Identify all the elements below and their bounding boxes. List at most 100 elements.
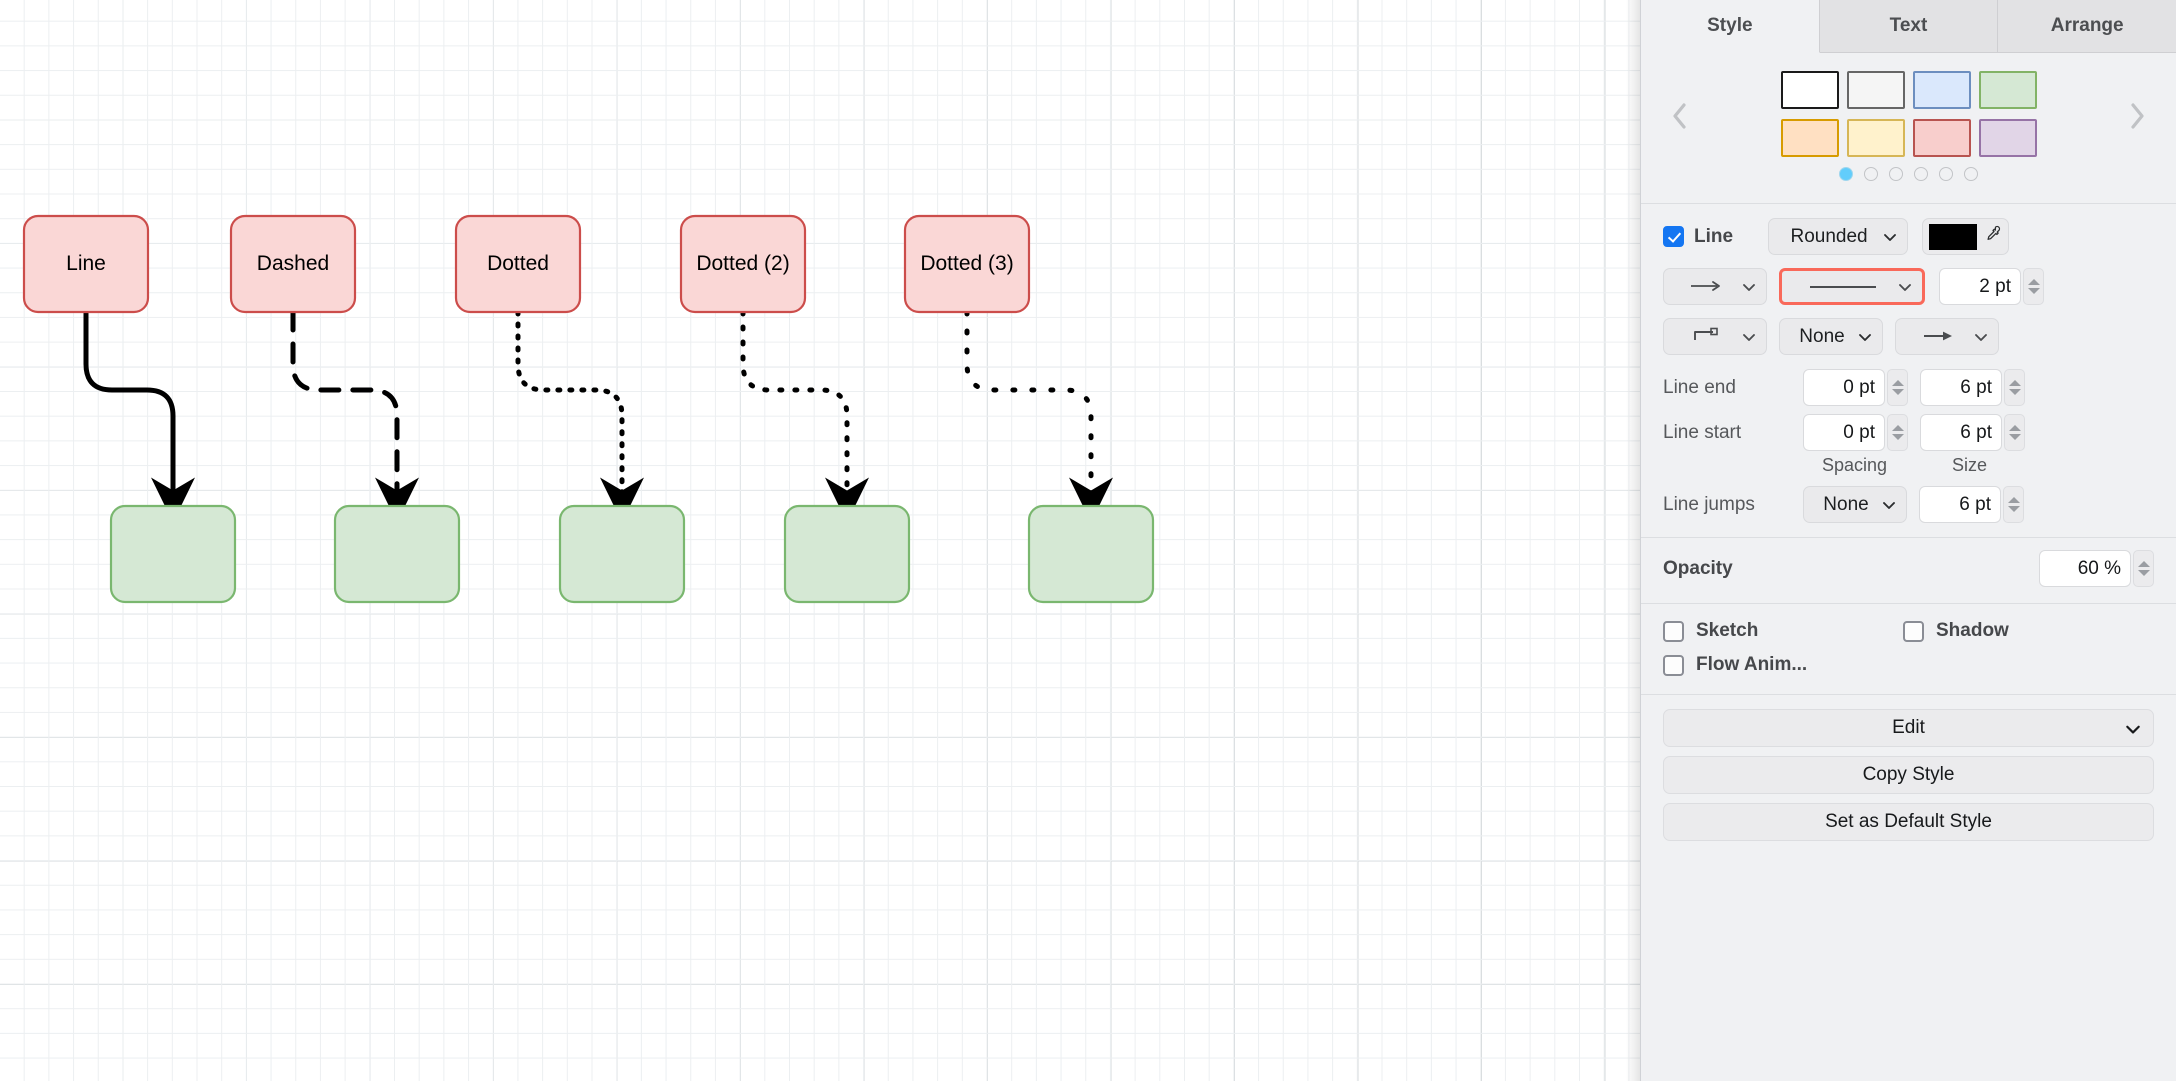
divider — [1641, 537, 2176, 538]
button-copy-style[interactable]: Copy Style — [1663, 756, 2154, 794]
swatch-chip — [1912, 119, 1971, 157]
style-swatch-7[interactable] — [1909, 115, 1975, 161]
line-checkbox[interactable] — [1663, 226, 1684, 247]
line-start-arrow-dropdown[interactable] — [1663, 268, 1767, 305]
row-label: Line end — [1663, 376, 1736, 398]
tab-arrange[interactable]: Arrange — [1998, 0, 2176, 53]
line-end-row: Line start 0 pt 6 pt — [1663, 414, 2154, 451]
connector-c4[interactable] — [740, 309, 869, 523]
opacity-input[interactable]: 60 % — [2039, 550, 2131, 587]
style-swatch-6[interactable] — [1843, 115, 1909, 161]
button-edit[interactable]: Edit — [1663, 709, 2154, 747]
input-size[interactable]: 6 pt — [1920, 369, 2002, 406]
input-spacing[interactable]: 0 pt — [1803, 414, 1885, 451]
arrow-right-filled-icon — [1906, 326, 1970, 348]
swatch-chip — [1978, 71, 2037, 109]
column-header-spacing: Spacing — [1821, 455, 1888, 475]
arrow-right-icon — [1674, 276, 1738, 298]
style-swatch-grid[interactable] — [1641, 67, 2176, 161]
style-page-dots[interactable] — [1641, 167, 2176, 181]
stepper-spacing[interactable] — [1887, 414, 1908, 451]
line-label: Line — [1694, 225, 1734, 247]
toggle-label: Flow Anim... — [1696, 654, 1808, 675]
checkbox-flow-anim[interactable] — [1663, 654, 1684, 676]
button-label: Copy Style — [1862, 764, 1955, 785]
opacity-label: Opacity — [1663, 557, 1733, 579]
line-jumps-size-stepper[interactable] — [2003, 486, 2024, 523]
target-node-t2[interactable] — [333, 504, 461, 604]
nodes-group[interactable] — [22, 214, 1155, 604]
source-node-line[interactable] — [22, 214, 150, 314]
target-node-t4[interactable] — [783, 504, 911, 604]
line-end-arrow-dropdown[interactable] — [1895, 318, 1999, 355]
line-fill-dropdown[interactable]: None — [1779, 318, 1883, 355]
connector-c5[interactable] — [964, 309, 1113, 523]
checkbox-shadow[interactable] — [1903, 620, 1924, 642]
style-swatch-5[interactable] — [1777, 115, 1843, 161]
style-swatch-4[interactable] — [1975, 67, 2041, 113]
style-swatch-3[interactable] — [1909, 67, 1975, 113]
style-swatch-1[interactable] — [1777, 67, 1843, 113]
toggle-row: Sketch Shadow — [1663, 620, 2154, 642]
style-swatch-2[interactable] — [1843, 67, 1909, 113]
line-shape-dropdown[interactable]: Rounded — [1768, 218, 1909, 255]
toggle-flow-anim[interactable]: Flow Anim... — [1663, 654, 1903, 676]
tab-text[interactable]: Text — [1819, 0, 1999, 53]
page-dot-4[interactable] — [1914, 167, 1928, 181]
checkbox-sketch[interactable] — [1663, 620, 1684, 642]
line-width-input[interactable]: 2 pt — [1939, 268, 2021, 305]
line-jumps-dropdown[interactable]: None — [1803, 486, 1907, 523]
source-node-dotted[interactable] — [454, 214, 582, 314]
page-dot-6[interactable] — [1964, 167, 1978, 181]
line-style-dropdown[interactable] — [1779, 268, 1925, 305]
input-size[interactable]: 6 pt — [1920, 414, 2002, 451]
line-end-row: Line end 0 pt 6 pt — [1663, 369, 2154, 406]
connector-c1[interactable] — [83, 312, 195, 523]
target-node-t5[interactable] — [1027, 504, 1155, 604]
source-node-dotted2[interactable] — [679, 214, 807, 314]
connector-c3[interactable] — [515, 309, 644, 523]
chevron-right-icon[interactable] — [2124, 101, 2150, 137]
row-label: Line start — [1663, 421, 1742, 443]
line-jumps-size-input[interactable]: 6 pt — [1919, 486, 2001, 523]
toggle-label: Sketch — [1696, 620, 1759, 641]
tab-style[interactable]: Style — [1641, 0, 1820, 53]
line-width-stepper[interactable] — [2023, 268, 2044, 305]
swatch-chip — [1846, 71, 1905, 109]
page-dot-2[interactable] — [1864, 167, 1878, 181]
toggle-sketch[interactable]: Sketch — [1663, 620, 1903, 642]
stepper-size[interactable] — [2004, 414, 2025, 451]
style-swatch-8[interactable] — [1975, 115, 2041, 161]
source-node-dotted3[interactable] — [903, 214, 1031, 314]
waypoint-style-dropdown[interactable] — [1663, 318, 1767, 355]
swatch-chip — [1978, 119, 2037, 157]
eyedropper-icon[interactable] — [1983, 225, 2002, 249]
chevron-down-icon — [1883, 230, 1897, 244]
connector-c2[interactable] — [290, 309, 419, 523]
chevron-down-icon — [1974, 330, 1988, 344]
chevron-left-icon[interactable] — [1667, 101, 1693, 137]
toggle-row: Flow Anim... — [1663, 654, 2154, 676]
toggle-shadow[interactable]: Shadow — [1903, 620, 2143, 642]
chevron-down-icon — [2125, 721, 2141, 743]
page-dot-1[interactable] — [1839, 167, 1853, 181]
opacity-stepper[interactable] — [2133, 550, 2154, 587]
stepper-spacing[interactable] — [1887, 369, 1908, 406]
line-color-button[interactable] — [1922, 218, 2010, 255]
style-preset-block — [1641, 53, 2176, 203]
button-label: Edit — [1892, 717, 1925, 738]
source-node-dashed[interactable] — [229, 214, 357, 314]
page-dot-5[interactable] — [1939, 167, 1953, 181]
page-dot-3[interactable] — [1889, 167, 1903, 181]
button-default[interactable]: Set as Default Style — [1663, 803, 2154, 841]
solid-line-icon — [1792, 276, 1894, 298]
stepper-size[interactable] — [2004, 369, 2025, 406]
target-node-t3[interactable] — [558, 504, 686, 604]
connectors-group — [83, 309, 1113, 523]
target-node-t1[interactable] — [109, 504, 237, 604]
input-spacing[interactable]: 0 pt — [1803, 369, 1885, 406]
